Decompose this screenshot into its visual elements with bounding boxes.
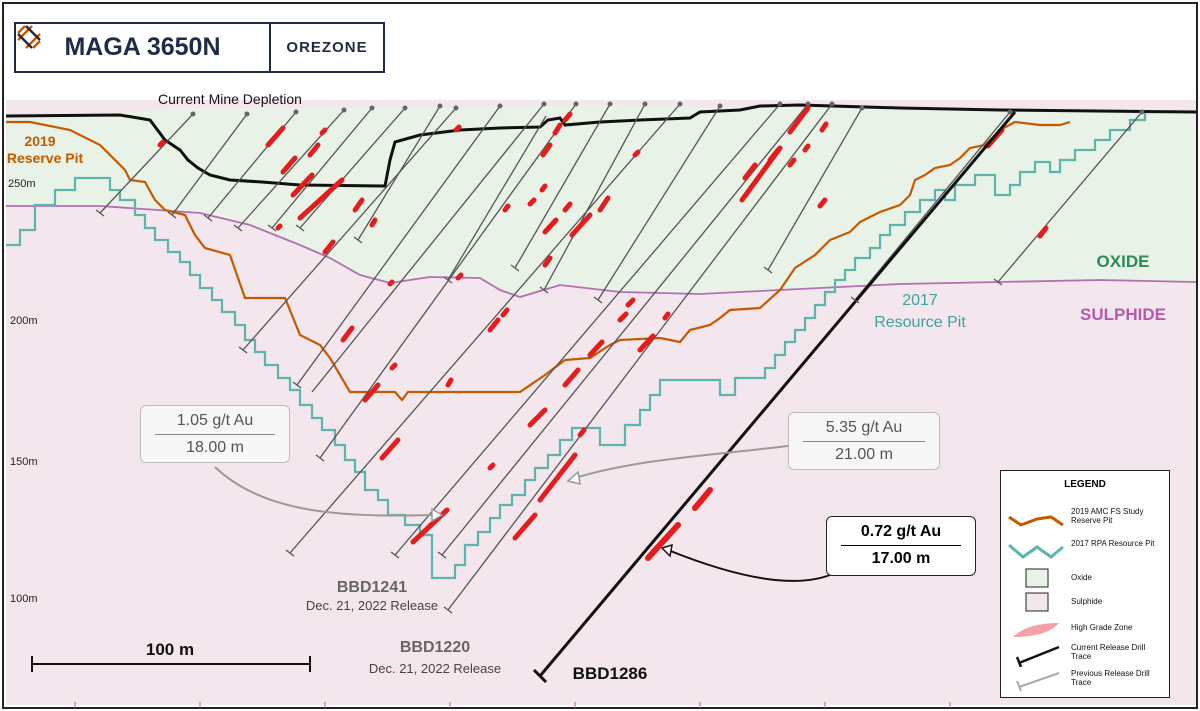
mine-depletion-label: Current Mine Depletion	[158, 91, 302, 107]
callout-1286-arrowhead	[660, 543, 673, 558]
hole-bbd1220-release: Dec. 21, 2022 Release	[369, 661, 501, 676]
drill-trace	[299, 107, 406, 229]
legend: LEGEND 2019 AMC FS Study Reserve Pit 201…	[1000, 470, 1170, 698]
callout-1220-arrowhead	[566, 470, 581, 486]
drill-trace	[854, 111, 1011, 301]
legend-label: Sulphide	[1071, 597, 1103, 606]
reserve-pit-swatch	[1008, 515, 1064, 527]
reserve-pit-label-year: 2019	[24, 133, 55, 149]
callout-length: 21.00 m	[835, 446, 893, 463]
high-grade-swatch	[1013, 623, 1059, 637]
callout-1220-arrow	[574, 444, 796, 479]
legend-item-resource-pit: 2017 RPA Resource Pit	[1001, 539, 1169, 569]
legend-title: LEGEND	[1064, 479, 1106, 490]
logo-text: OREZONE	[286, 39, 368, 56]
legend-label: Oxide	[1071, 573, 1092, 582]
callout-1241-arrowhead	[431, 507, 444, 523]
legend-label: Current Release Drill Trace	[1071, 643, 1146, 661]
drill-trace	[296, 105, 501, 386]
previous-trace-swatch	[1016, 672, 1060, 692]
previous-drill-traces	[99, 103, 1143, 611]
logo: OREZONE	[17, 24, 383, 71]
hole-bbd1286-name: BBD1286	[573, 664, 648, 683]
resource-pit-label-name: Resource Pit	[874, 314, 966, 331]
bbd1286-end-tick	[532, 668, 548, 684]
drill-trace	[271, 107, 373, 229]
orezone-logo-icon	[17, 25, 41, 49]
callout-divider	[841, 545, 961, 546]
callout-1241-arrow	[214, 466, 433, 517]
hole-bbd1241-release: Dec. 21, 2022 Release	[306, 598, 438, 613]
legend-item-reserve-pit: 2019 AMC FS Study Reserve Pit	[1001, 507, 1169, 537]
drill-trace	[242, 107, 457, 351]
current-trace-swatch	[1015, 645, 1060, 667]
legend-item-sulphide: Sulphide	[1001, 591, 1169, 621]
bbd1286-drill-trace	[538, 111, 1017, 677]
drill-trace	[997, 111, 1143, 283]
callout-divider	[155, 434, 275, 435]
resource-pit-label-year: 2017	[902, 292, 938, 309]
bottom-ticks	[74, 702, 951, 708]
drill-trace	[311, 103, 545, 393]
drill-end-ticks	[95, 209, 1003, 614]
oxide-sulphide-boundary	[6, 205, 1196, 298]
drill-trace	[319, 103, 577, 459]
drill-trace	[99, 113, 194, 214]
drill-collars	[190, 101, 1145, 117]
legend-item-oxide: Oxide	[1001, 567, 1169, 597]
elevation-200: 200m	[10, 315, 38, 327]
reserve-pit-outline	[6, 120, 1071, 402]
section-title: MAGA 3650N	[16, 24, 271, 71]
oxide-swatch	[1025, 568, 1049, 588]
drill-trace	[171, 113, 248, 216]
reserve-pit-label-name: Reserve Pit	[7, 150, 84, 166]
callout-bbd1241: 1.05 g/t Au 18.00 m	[140, 405, 290, 463]
drill-trace	[597, 105, 721, 301]
hole-bbd1241-name: BBD1241	[337, 579, 407, 596]
elevation-250: 250m	[8, 178, 36, 190]
sulphide-swatch	[1025, 592, 1049, 612]
sulphide-label: SULPHIDE	[1080, 305, 1166, 324]
resource-pit-swatch	[1008, 543, 1064, 559]
scale-bar	[31, 656, 311, 672]
oxide-label: OXIDE	[1097, 252, 1150, 271]
legend-label: 2019 AMC FS Study Reserve Pit	[1071, 507, 1144, 525]
resource-pit-outline	[6, 110, 1160, 580]
hole-bbd1220-name: BBD1220	[400, 639, 470, 656]
callout-grade: 1.05 g/t Au	[176, 412, 254, 429]
bbd1286-intercepts	[645, 487, 713, 561]
title-box: MAGA 3650N OREZONE	[14, 22, 385, 73]
callout-grade: 5.35 g/t Au	[825, 419, 903, 436]
drill-trace	[447, 115, 547, 281]
callout-bbd1286: 0.72 g/t Au 17.00 m	[826, 516, 976, 576]
drill-trace	[767, 107, 863, 271]
mine-depletion-line	[6, 103, 1196, 188]
callout-1286-arrow	[667, 549, 831, 582]
elevation-150: 150m	[10, 456, 38, 468]
elevation-100: 100m	[10, 593, 38, 605]
scale-bar-label: 100 m	[146, 640, 194, 659]
drill-trace	[394, 103, 781, 556]
legend-item-previous-trace: Previous Release Drill Trace	[1001, 669, 1169, 699]
callout-length: 18.00 m	[186, 439, 244, 456]
callout-length: 17.00 m	[871, 550, 931, 567]
drill-trace	[447, 103, 833, 611]
callout-grade: 0.72 g/t Au	[860, 523, 942, 540]
legend-label: Previous Release Drill Trace	[1071, 669, 1150, 687]
callout-divider	[803, 441, 925, 442]
legend-label: High Grade Zone	[1071, 623, 1133, 632]
legend-item-high-grade: High Grade Zone	[1001, 619, 1169, 649]
drill-trace	[514, 103, 611, 269]
high-grade-intercepts	[157, 105, 1049, 545]
callout-bbd1220: 5.35 g/t Au 21.00 m	[788, 412, 940, 470]
drill-trace	[289, 103, 681, 554]
legend-item-current-trace: Current Release Drill Trace	[1001, 643, 1169, 673]
legend-label: 2017 RPA Resource Pit	[1071, 539, 1155, 548]
drill-trace	[543, 103, 646, 291]
